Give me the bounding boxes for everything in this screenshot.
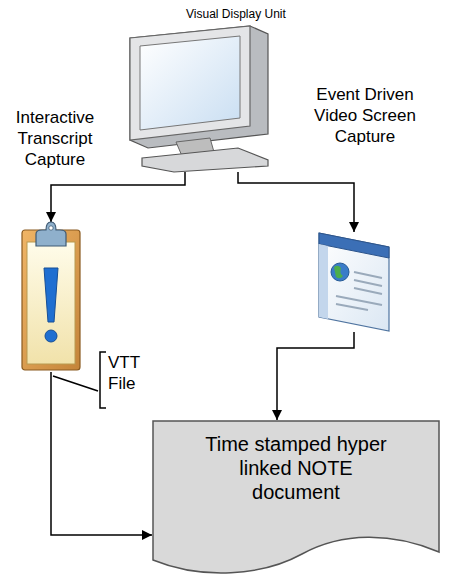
browser-globe-land [334, 266, 343, 279]
browser-titlebar [319, 233, 389, 258]
clipboard-paper [27, 242, 75, 364]
monitor-bezel-side [130, 26, 268, 148]
clipboard-icon: Interactive Transcript Capture [20, 222, 82, 372]
monitor-screen [140, 36, 240, 130]
document-shape: Time stamped hyper linked NOTE document [152, 420, 440, 575]
clipboard-clip-hole [49, 226, 53, 230]
arrow-connector [277, 332, 354, 420]
node-heading: Interactive Transcript Capture [7, 107, 103, 170]
monitor-icon: Visual Display Unit [128, 24, 270, 172]
monitor-bezel [130, 26, 250, 140]
clipboard-board [22, 230, 80, 370]
browser-body [319, 233, 389, 331]
node-text: Time stamped hyper linked NOTE document [152, 420, 440, 504]
browser-text-lines [336, 272, 382, 310]
node-heading: Event Driven Video Screen Capture [300, 84, 430, 147]
edge-label: VTT File [108, 352, 152, 394]
clipboard-clip [36, 222, 66, 246]
vtt-bracket [100, 352, 106, 408]
arrow-connector [51, 172, 185, 222]
browser-window-icon-outline [318, 232, 390, 332]
node-heading: Visual Display Unit [186, 7, 328, 21]
browser-window-icon: Event Driven Video Screen Capture [318, 232, 390, 332]
clipboard-icon-outline [20, 222, 82, 372]
document-outline [153, 421, 439, 573]
browser-sidebar [319, 244, 328, 319]
arrow-connector [51, 372, 152, 535]
monitor-icon-outline [128, 24, 270, 172]
exclamation-bar [44, 268, 58, 322]
exclamation-dot [45, 330, 57, 342]
arrow-connector [238, 172, 354, 232]
vtt-leader [53, 376, 98, 391]
browser-globe [331, 263, 349, 281]
monitor-base [142, 148, 268, 172]
